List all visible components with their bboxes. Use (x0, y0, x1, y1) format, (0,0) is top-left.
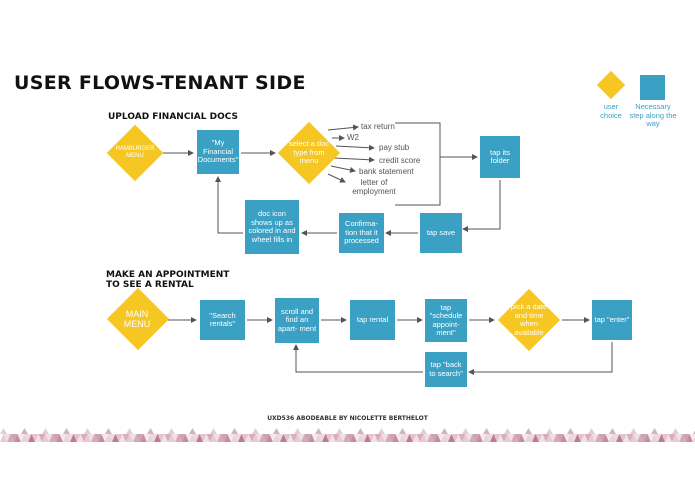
search-rentals-box: "Search rentals" (200, 300, 245, 340)
option-tax-return: tax return (361, 122, 395, 131)
option-credit-score: credit score (379, 156, 421, 165)
confirmation-box: Confirma- tion that it processed (339, 213, 384, 253)
legend-step-square (640, 75, 665, 100)
legend-step-label: Necessary step along the way (629, 102, 677, 128)
tap-schedule-appointment-box: tap "schedule appoint- ment" (425, 299, 467, 342)
tap-enter-box: tap "enter" (592, 300, 632, 340)
legend-choice-label: user choice (600, 102, 622, 120)
tap-save-box: tap save (420, 213, 462, 253)
section-heading-upload: UPLOAD FINANCIAL DOCS (108, 112, 238, 122)
tap-rental-box: tap rental (350, 300, 395, 340)
page-title: USER FLOWS-TENANT SIDE (14, 72, 306, 94)
option-w2: W2 (347, 133, 359, 142)
footer-credit: UXD536 ABODEABLE BY NICOLETTE BERTHELOT (267, 415, 428, 422)
decorative-triangle-border (0, 428, 695, 442)
tap-back-to-search-box: tap "back to search" (425, 352, 467, 387)
main-menu-label: MAIN MENU (123, 309, 151, 329)
select-doc-type-label: select a doc type from menu (288, 139, 330, 166)
scroll-find-apartment-box: scroll and find an apart- ment (275, 298, 319, 343)
my-financial-documents-box: "My Financial Documents" (197, 130, 239, 174)
section-heading-appointment: MAKE AN APPOINTMENT TO SEE A RENTAL (106, 270, 230, 290)
doc-icon-box: doc icon shows up as colored in and whee… (245, 200, 299, 254)
option-pay-stub: pay stub (379, 143, 410, 152)
option-letter-of-employment: letter of employment (352, 178, 396, 196)
option-bank-statement: bank statement (359, 167, 414, 176)
tap-its-folder-box: tap its folder (480, 136, 520, 178)
pick-date-label: pick a date and time when available (510, 302, 548, 337)
hamburger-menu-label: HAMBURGER MENU (115, 146, 155, 159)
